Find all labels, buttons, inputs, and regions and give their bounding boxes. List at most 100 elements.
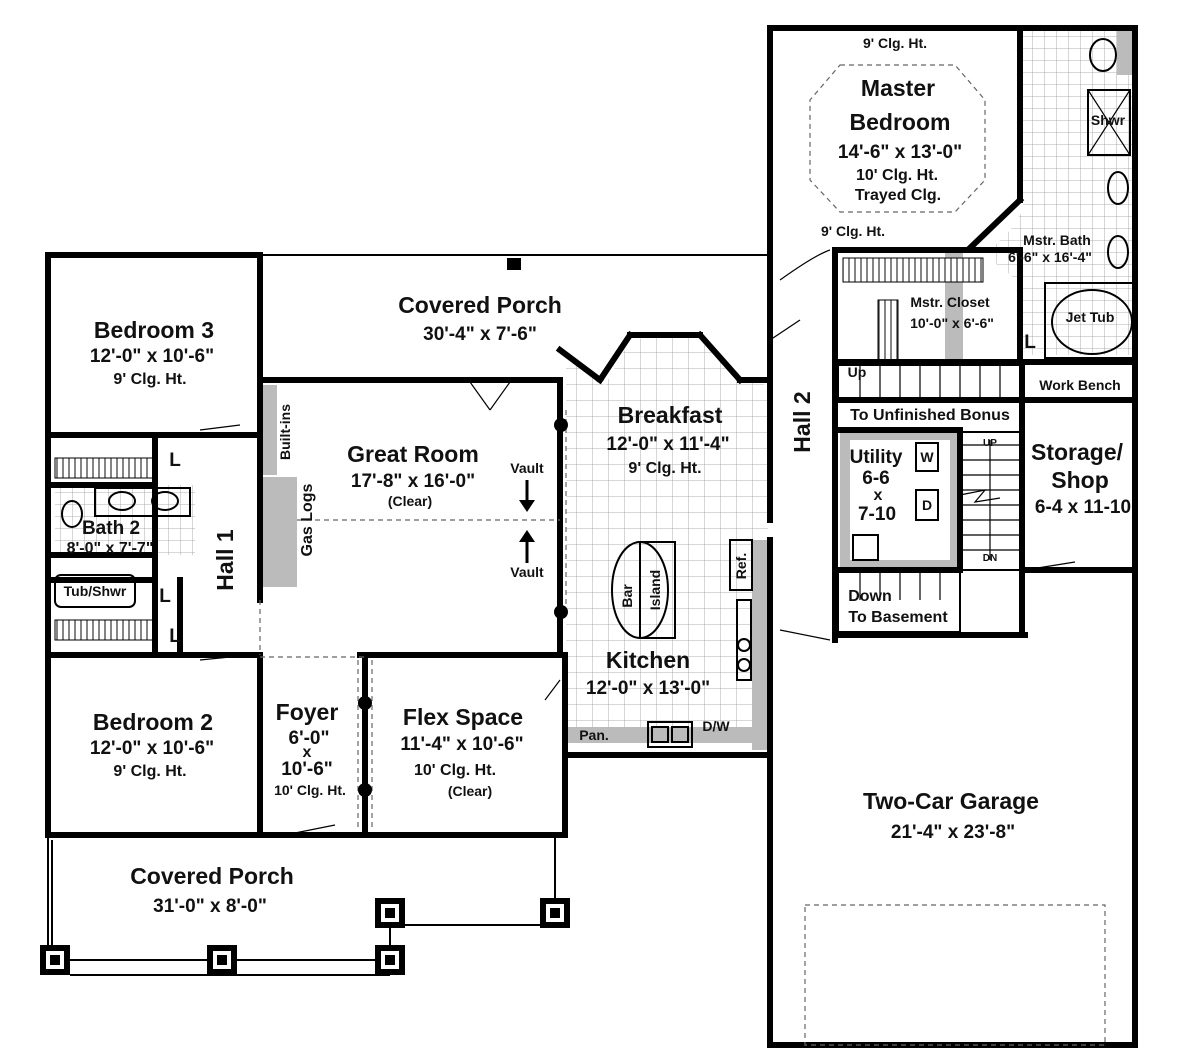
svg-text:Covered Porch: Covered Porch	[130, 863, 294, 889]
svg-text:Island: Island	[647, 570, 663, 610]
linen-closet-labels: L L L	[159, 450, 181, 647]
utility-label: Utility 6-6 x 7-10 W D	[850, 447, 935, 525]
svg-text:Mstr. Bath: Mstr. Bath	[1023, 232, 1091, 248]
svg-text:DN: DN	[983, 553, 997, 564]
svg-text:UP: UP	[983, 438, 997, 449]
master-closet-label: Mstr. Closet 10'-0" x 6'-6"	[910, 294, 994, 331]
svg-text:31'-0" x 8'-0": 31'-0" x 8'-0"	[153, 896, 267, 917]
svg-text:9' Clg. Ht.: 9' Clg. Ht.	[821, 223, 885, 239]
master-bath-label: Mstr. Bath 6'-6" x 16'-4"	[1008, 232, 1092, 265]
svg-text:Flex Space: Flex Space	[403, 704, 523, 730]
svg-text:To Unfinished Bonus: To Unfinished Bonus	[850, 407, 1010, 424]
svg-text:10'-0" x 6'-6": 10'-0" x 6'-6"	[910, 315, 994, 331]
svg-text:Bath 2: Bath 2	[82, 518, 140, 539]
svg-text:(Clear): (Clear)	[448, 783, 492, 799]
svg-text:Mstr. Closet: Mstr. Closet	[910, 294, 990, 310]
svg-text:10'-6": 10'-6"	[281, 759, 333, 780]
svg-text:9' Clg. Ht.: 9' Clg. Ht.	[113, 763, 186, 780]
svg-text:Storage/: Storage/	[1031, 439, 1124, 465]
flex-space-label: Flex Space 11'-4" x 10'-6" 10' Clg. Ht. …	[400, 704, 523, 799]
svg-text:Down: Down	[848, 588, 892, 605]
master-bedroom-label: 9' Clg. Ht. Master Bedroom 14'-6" x 13'-…	[821, 35, 962, 239]
svg-text:To Basement: To Basement	[848, 609, 948, 626]
svg-text:Covered Porch: Covered Porch	[398, 292, 562, 318]
hall1-label: Hall 1	[212, 529, 238, 591]
svg-text:12'-0" x 10'-6": 12'-0" x 10'-6"	[90, 346, 214, 367]
hall2-label: Hall 2	[789, 391, 815, 452]
svg-text:12'-0" x 10'-6": 12'-0" x 10'-6"	[90, 738, 214, 759]
svg-text:10' Clg. Ht.: 10' Clg. Ht.	[414, 762, 496, 779]
svg-text:10' Clg. Ht.: 10' Clg. Ht.	[856, 167, 938, 184]
svg-text:12'-0" x 13'-0": 12'-0" x 13'-0"	[586, 678, 710, 699]
bath2-label: Bath 2 8'-0" x 7'-7" Tub/Shwr	[64, 518, 154, 599]
svg-text:Great Room: Great Room	[347, 441, 479, 467]
svg-text:D: D	[922, 497, 932, 513]
bedroom3-label: Bedroom 3 12'-0" x 10'-6" 9' Clg. Ht.	[90, 317, 214, 388]
great-room-label: Great Room 17'-8" x 16'-0" (Clear)	[347, 441, 479, 509]
work-bench-label: Work Bench	[1039, 377, 1120, 393]
svg-text:9' Clg. Ht.: 9' Clg. Ht.	[863, 35, 927, 51]
svg-text:Breakfast: Breakfast	[618, 402, 723, 428]
svg-text:Master: Master	[861, 75, 935, 101]
shower-label: Shwr	[1091, 112, 1126, 128]
bonus-stair-label: Up To Unfinished Bonus	[848, 364, 1010, 424]
svg-text:9' Clg. Ht.: 9' Clg. Ht.	[113, 371, 186, 388]
svg-text:Trayed Clg.: Trayed Clg.	[855, 187, 941, 204]
svg-text:6'-0": 6'-0"	[289, 728, 330, 749]
svg-text:14'-6" x 13'-0": 14'-6" x 13'-0"	[838, 142, 962, 163]
svg-text:Bedroom 3: Bedroom 3	[94, 317, 214, 343]
fixtures	[54, 38, 1136, 748]
counters	[262, 30, 1135, 750]
closet-rods	[54, 257, 984, 641]
stair-direction-labels: UP DN	[983, 438, 997, 564]
svg-text:D/W: D/W	[702, 718, 730, 734]
svg-text:L: L	[159, 586, 171, 607]
svg-text:11'-4" x 10'-6": 11'-4" x 10'-6"	[400, 734, 523, 755]
svg-text:Bedroom: Bedroom	[850, 109, 951, 135]
svg-text:6'-6" x 16'-4": 6'-6" x 16'-4"	[1008, 249, 1092, 265]
vault-top-label: Vault	[510, 460, 544, 476]
svg-text:Bar: Bar	[619, 584, 635, 608]
dashed-lines	[259, 64, 1106, 1046]
svg-text:W: W	[920, 449, 934, 465]
vault-arrows	[519, 480, 535, 563]
vault-bottom-label: Vault	[510, 564, 544, 580]
rear-porch-outline	[260, 254, 770, 270]
breakfast-label: Breakfast 12'-0" x 11'-4" 9' Clg. Ht.	[606, 402, 729, 477]
stairs	[837, 364, 1021, 633]
svg-text:x: x	[874, 487, 883, 504]
master-linen-label: L	[1024, 332, 1036, 353]
garage-label: Two-Car Garage 21'-4" x 23'-8"	[863, 788, 1039, 843]
svg-text:(Clear): (Clear)	[388, 493, 432, 509]
front-porch	[40, 835, 570, 976]
storage-label: Storage/ Shop 6-4 x 11-10	[1031, 439, 1131, 518]
bedroom2-label: Bedroom 2 12'-0" x 10'-6" 9' Clg. Ht.	[90, 709, 214, 780]
svg-text:17'-8" x 16'-0": 17'-8" x 16'-0"	[351, 471, 475, 492]
interior-posts	[358, 418, 568, 797]
front-porch-label: Covered Porch 31'-0" x 8'-0"	[130, 863, 294, 917]
gas-logs-label: Gas Logs	[299, 483, 316, 556]
svg-text:L: L	[169, 450, 181, 471]
doors	[199, 249, 1076, 836]
basement-label: Down To Basement	[848, 588, 948, 626]
svg-text:12'-0" x 11'-4": 12'-0" x 11'-4"	[606, 434, 729, 455]
svg-text:Tub/Shwr: Tub/Shwr	[64, 583, 127, 599]
svg-text:9' Clg. Ht.: 9' Clg. Ht.	[628, 460, 701, 477]
builtins-label: Built-ins	[277, 404, 293, 460]
foyer-label: Foyer 6'-0" x 10'-6" 10' Clg. Ht.	[274, 699, 346, 798]
rear-porch-label: Covered Porch 30'-4" x 7'-6"	[398, 292, 562, 345]
svg-text:21'-4" x 23'-8": 21'-4" x 23'-8"	[891, 822, 1015, 843]
svg-text:Ref.: Ref.	[733, 553, 749, 579]
svg-text:x: x	[303, 744, 312, 761]
walls	[45, 25, 1138, 1048]
svg-text:8'-0" x 7'-7": 8'-0" x 7'-7"	[67, 540, 154, 557]
jet-tub-label: Jet Tub	[1066, 309, 1115, 325]
svg-text:Utility: Utility	[850, 447, 903, 468]
svg-text:30'-4" x 7'-6": 30'-4" x 7'-6"	[423, 324, 537, 345]
svg-text:L: L	[169, 626, 181, 647]
svg-text:10' Clg. Ht.: 10' Clg. Ht.	[274, 782, 346, 798]
svg-text:Foyer: Foyer	[276, 699, 339, 725]
svg-text:Pan.: Pan.	[579, 727, 609, 743]
svg-text:Up: Up	[848, 364, 867, 380]
